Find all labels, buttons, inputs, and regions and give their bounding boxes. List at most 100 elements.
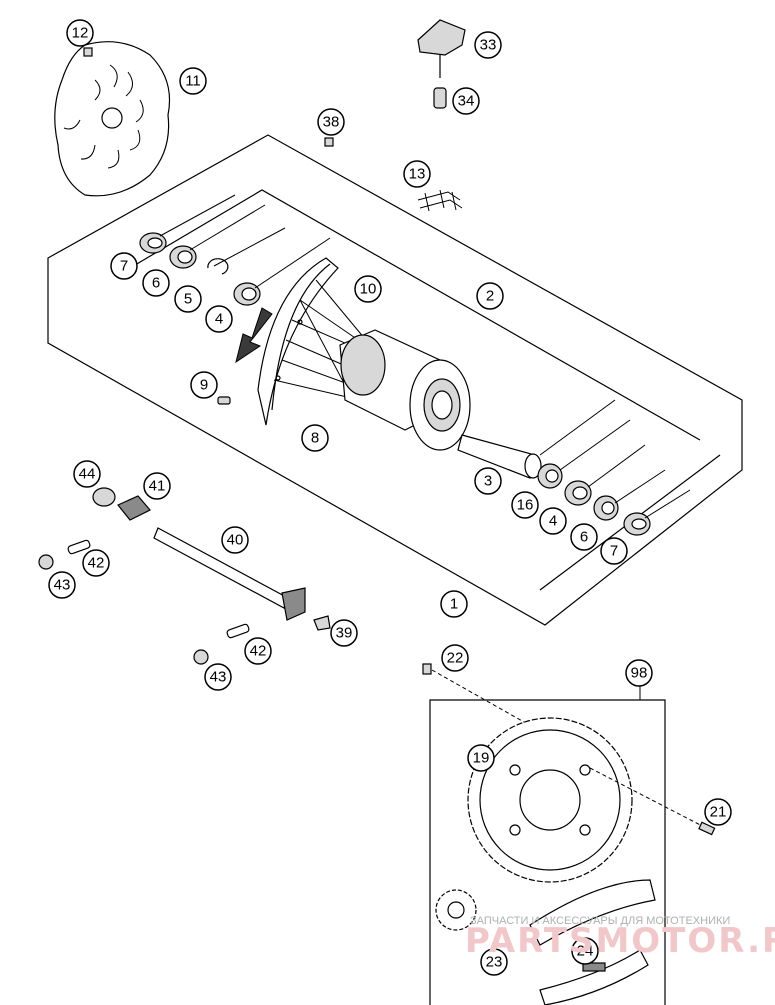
- valve-cap-38: [324, 137, 334, 147]
- callout-41: 41: [143, 472, 171, 500]
- svg-text:43: 43: [210, 669, 227, 686]
- seal-16: [537, 463, 563, 489]
- callout-34: 34: [452, 87, 480, 115]
- svg-text:41: 41: [149, 478, 166, 495]
- callout-5: 5: [174, 285, 202, 313]
- bearing-4-left: [233, 282, 261, 306]
- axle-block-33: [417, 19, 466, 78]
- callout-12: 12: [66, 19, 94, 47]
- spacer-34: [433, 87, 447, 109]
- callout-6-left: 6: [142, 269, 170, 297]
- adjuster-bolt-42-left: [67, 539, 91, 555]
- svg-text:19: 19: [473, 750, 490, 767]
- callout-4-left: 4: [205, 305, 233, 333]
- callout-2: 2: [476, 282, 504, 310]
- svg-text:42: 42: [88, 555, 105, 572]
- sprocket-bolt-21: [589, 767, 716, 836]
- callout-43-left: 43: [48, 571, 76, 599]
- seal-7-right: [623, 512, 651, 536]
- adjuster-bolt-42-right: [226, 623, 250, 639]
- svg-text:10: 10: [360, 281, 377, 298]
- disc-bolt: [83, 47, 93, 57]
- sprocket-bolt-22: [422, 663, 601, 766]
- front-sprocket: [435, 889, 477, 931]
- svg-text:22: 22: [447, 650, 464, 667]
- callout-23: 23: [480, 948, 508, 976]
- callout-39: 39: [330, 619, 358, 647]
- callout-43-right: 43: [204, 663, 232, 691]
- svg-text:11: 11: [185, 73, 201, 90]
- svg-text:34: 34: [458, 93, 475, 110]
- callout-98: 98: [625, 659, 653, 687]
- callout-22: 22: [441, 644, 469, 672]
- spring-13: [417, 189, 463, 212]
- rim: [257, 257, 339, 426]
- svg-text:24: 24: [577, 943, 594, 960]
- spoke-nipple: [217, 396, 231, 405]
- svg-text:2: 2: [486, 288, 494, 305]
- bearing-6-left: [169, 245, 197, 269]
- svg-text:12: 12: [72, 25, 89, 42]
- bearing-4-right: [564, 480, 592, 506]
- circlip-5: [207, 258, 229, 275]
- nut-43-right: [193, 649, 209, 665]
- svg-text:6: 6: [580, 529, 588, 546]
- axle-nut-44: [92, 487, 116, 507]
- svg-text:42: 42: [250, 643, 267, 660]
- chain-23: [529, 879, 656, 1005]
- callout-24: 24: [571, 937, 599, 965]
- chain-adjuster-41: [117, 495, 151, 521]
- callout-10: 10: [354, 275, 382, 303]
- nut-43-left: [38, 554, 54, 570]
- callout-42-right: 42: [244, 637, 272, 665]
- svg-text:21: 21: [710, 804, 727, 821]
- svg-text:38: 38: [323, 114, 340, 131]
- svg-text:6: 6: [152, 275, 160, 292]
- svg-text:39: 39: [336, 625, 353, 642]
- svg-text:13: 13: [409, 166, 426, 183]
- master-link-24: [582, 962, 606, 972]
- callout-3: 3: [474, 467, 502, 495]
- svg-text:4: 4: [215, 311, 223, 328]
- svg-text:23: 23: [486, 954, 503, 971]
- callout-9: 9: [190, 371, 218, 399]
- callout-7-left: 7: [110, 252, 138, 280]
- plug-39: [313, 615, 331, 631]
- wheel-assembly-frame: [47, 134, 743, 626]
- svg-text:44: 44: [79, 466, 96, 483]
- svg-text:4: 4: [549, 513, 557, 530]
- svg-text:9: 9: [200, 377, 208, 394]
- seal-7-left: [139, 232, 167, 254]
- svg-text:16: 16: [517, 497, 534, 514]
- callout-44: 44: [73, 460, 101, 488]
- spacer-3: [457, 434, 542, 479]
- callout-33: 33: [474, 31, 502, 59]
- callout-21: 21: [704, 798, 732, 826]
- watermark-logo-text: PARTSMOTOR.RU: [465, 921, 775, 961]
- callout-4-right: 4: [539, 507, 567, 535]
- callout-40: 40: [221, 526, 249, 554]
- watermark: ЗАПЧАСТИ И АКСЕССУАРЫ ДЛЯ МОТОТЕХНИКИ PA…: [465, 915, 775, 961]
- callout-1: 1: [440, 590, 468, 618]
- callout-42-left: 42: [82, 549, 110, 577]
- bearing-6-right: [593, 495, 619, 521]
- callout-8: 8: [301, 424, 329, 452]
- svg-text:33: 33: [480, 37, 497, 54]
- svg-text:98: 98: [631, 665, 648, 682]
- svg-text:7: 7: [120, 258, 128, 275]
- rotation-arrow-icon: [235, 307, 273, 364]
- svg-text:1: 1: [450, 596, 458, 613]
- sprocket-kit-frame: [429, 686, 666, 1005]
- hub-leader-lines: [159, 194, 691, 519]
- callout-11: 11: [179, 67, 207, 95]
- callout-19: 19: [467, 744, 495, 772]
- spokes: [273, 279, 431, 411]
- svg-text:43: 43: [54, 577, 71, 594]
- rear-sprocket-19: [467, 717, 633, 883]
- callout-7-right: 7: [600, 537, 628, 565]
- callout-16: 16: [511, 491, 539, 519]
- callout-13: 13: [403, 160, 431, 188]
- svg-text:40: 40: [227, 532, 244, 549]
- callout-6-right: 6: [570, 523, 598, 551]
